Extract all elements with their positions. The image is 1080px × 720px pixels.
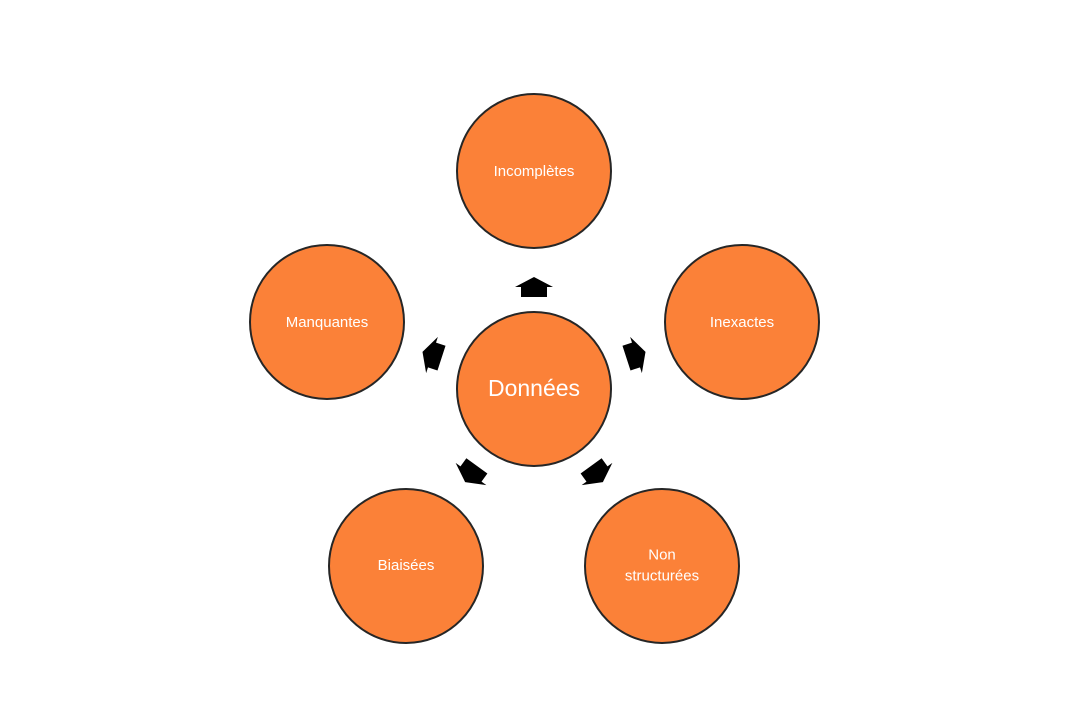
node-manquantes-label: Manquantes xyxy=(286,314,369,331)
node-biaisees: Biaisées xyxy=(328,488,484,644)
node-non-structurees-label: Non structurées xyxy=(625,546,699,584)
node-incompletes-circle xyxy=(456,93,612,249)
arrow-to-inexactes xyxy=(622,336,646,374)
node-manquantes-circle xyxy=(249,244,405,400)
center-node-label: Données xyxy=(488,375,580,401)
node-inexactes-label: Inexactes xyxy=(710,314,774,331)
node-manquantes: Manquantes xyxy=(249,244,405,400)
arrow-to-biaisees xyxy=(455,458,488,486)
label-line: Non xyxy=(648,546,676,563)
center-node: Données xyxy=(456,311,612,467)
node-inexactes-circle xyxy=(664,244,820,400)
center-node-circle xyxy=(456,311,612,467)
node-incompletes-label: Incomplètes xyxy=(494,163,575,180)
arrow-to-incompletes xyxy=(515,277,553,297)
arrow-to-manquantes xyxy=(422,336,446,374)
arrow-to-non-structurees xyxy=(580,458,613,486)
node-biaisees-label: Biaisées xyxy=(378,557,435,574)
node-biaisees-circle xyxy=(328,488,484,644)
node-non-structurees-circle xyxy=(584,488,740,644)
node-inexactes: Inexactes xyxy=(664,244,820,400)
node-non-structurees: Non structurées xyxy=(584,488,740,644)
label-line: structurées xyxy=(625,567,699,584)
node-incompletes: Incomplètes xyxy=(456,93,612,249)
